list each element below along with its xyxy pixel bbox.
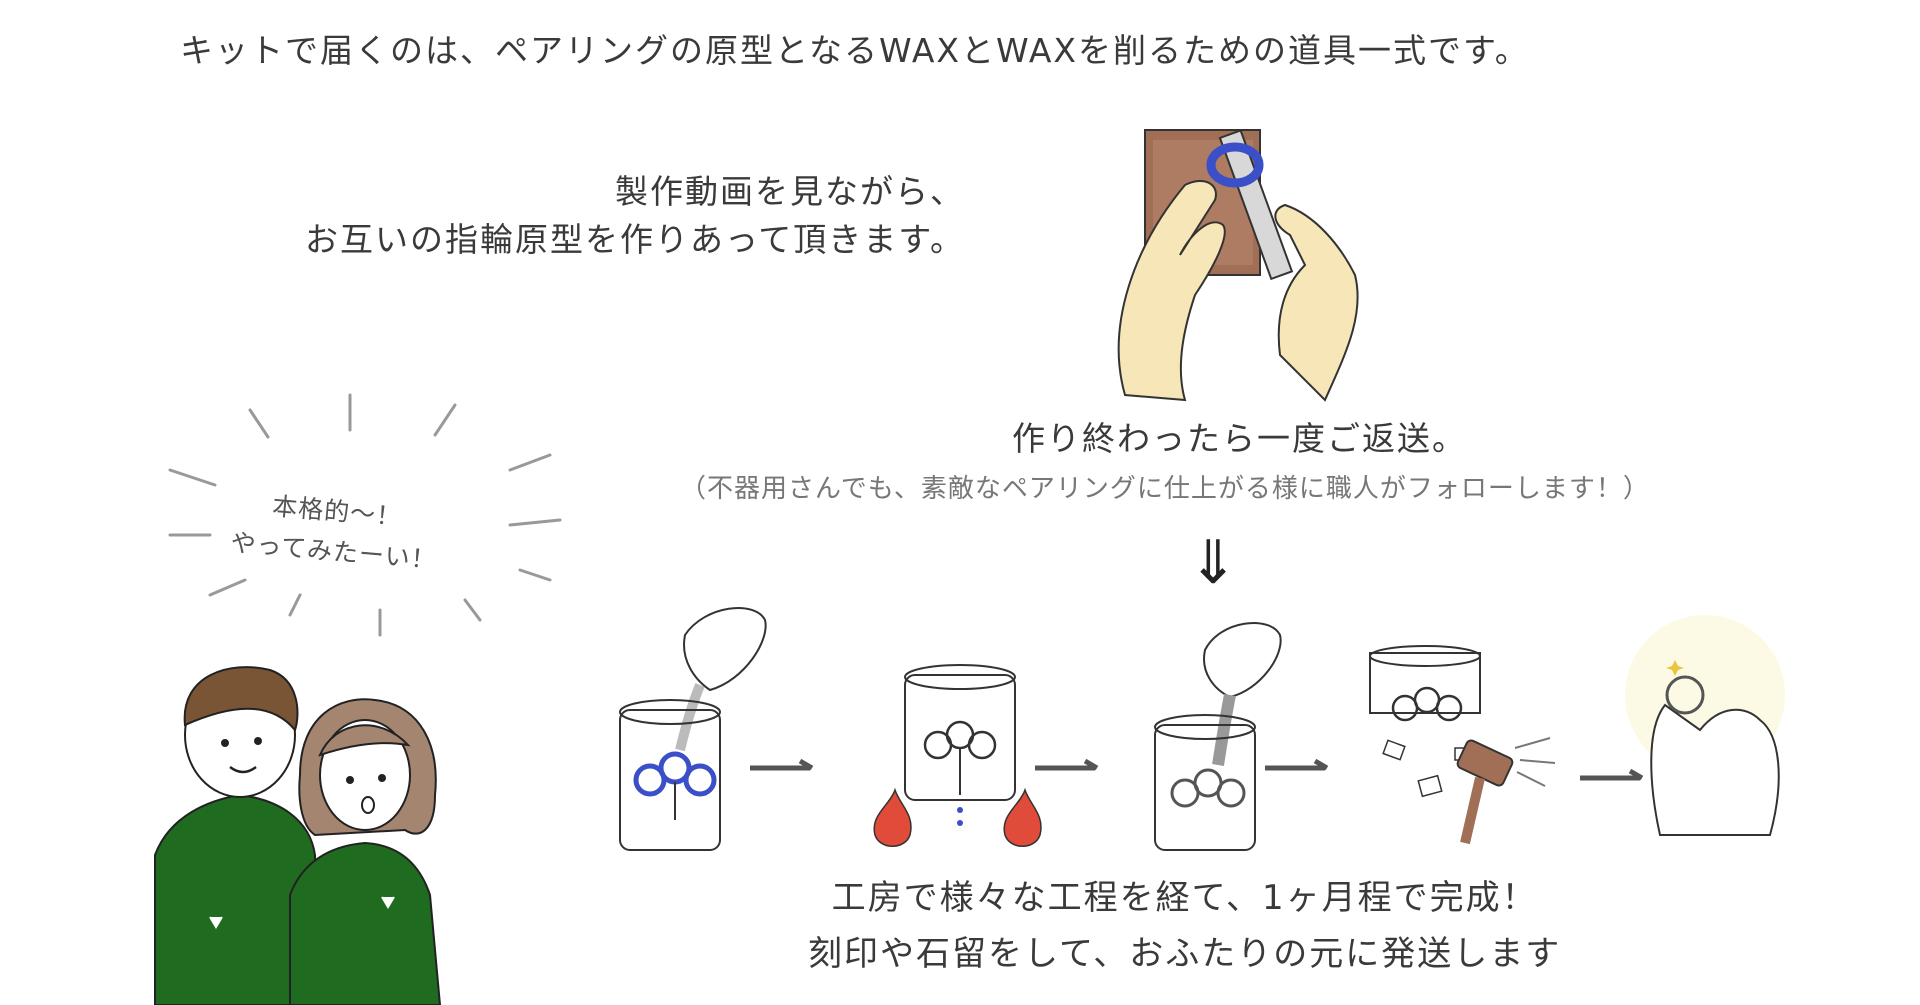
couple-icon — [154, 393, 562, 1005]
carving-hands-icon — [1117, 129, 1359, 402]
right-arrow-icon-4 — [1580, 768, 1644, 781]
finish-description: 工房で様々な工程を経て、1ヶ月程で完成！ 刻印や石留をして、おふたりの元に発送し… — [808, 870, 1561, 982]
finish-line-1: 工房で様々な工程を経て、1ヶ月程で完成！ — [831, 878, 1538, 918]
right-arrow-icon-3 — [1265, 758, 1329, 771]
support-note: （不器用さんでも、素敵なペアリングに仕上がる様に職人がフォローします！） — [680, 474, 1650, 504]
down-arrow-icon: ⇓ — [1188, 528, 1239, 598]
making-line-1: 製作動画を見ながら、 — [615, 172, 965, 211]
speech-bubble-text: 本格的〜！ やってみたーい！ — [229, 483, 442, 581]
pouring-cup-icon — [619, 607, 767, 851]
intro-text: キットで届くのは、ペアリングの原型となるWAXとWAXを削るための道具一式です。 — [180, 31, 1530, 70]
burst-lines — [168, 393, 562, 637]
finished-ring-icon — [1625, 615, 1785, 836]
pour-metal-icon — [1154, 622, 1282, 851]
making-line-2: お互いの指輪原型を作りあって頂きます。 — [304, 220, 965, 259]
return-text: 作り終わったら一度ご返送。 — [1012, 419, 1467, 458]
heated-flask-icon — [873, 664, 1042, 847]
hammer-break-icon — [1369, 645, 1556, 845]
right-arrow-icon-2 — [1035, 758, 1099, 771]
right-arrow-icon — [750, 758, 814, 771]
finish-line-2: 刻印や石留をして、おふたりの元に発送します — [808, 934, 1562, 974]
making-description: 製作動画を見ながら、 お互いの指輪原型を作りあって頂きます。 — [305, 168, 965, 264]
